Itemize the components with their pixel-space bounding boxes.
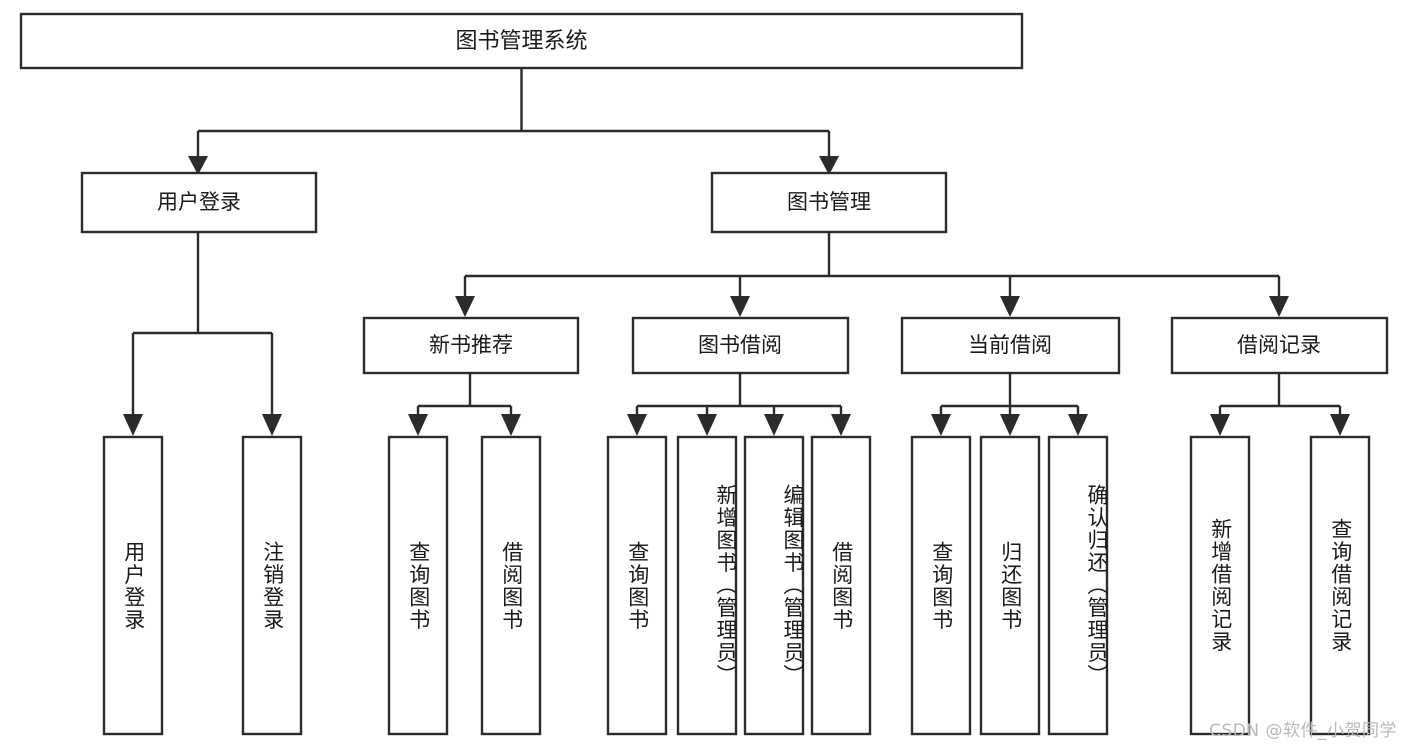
node-borrow-record-box[interactable] <box>1170 316 1389 375</box>
node-book-borrow-box[interactable] <box>631 316 850 375</box>
connector-group-root <box>188 68 839 175</box>
connector-group-current <box>931 373 1088 436</box>
arrow-book-to-record <box>1269 296 1289 317</box>
node-leaf-query-book-3-box[interactable] <box>910 435 972 736</box>
node-book-borrow-label: 图书借阅 <box>698 333 782 357</box>
node-leaf-edit-book-box[interactable] <box>743 435 805 736</box>
arrow-borrow-c4 <box>831 414 851 436</box>
connector-group-newbook <box>408 373 521 436</box>
arrow-borrow-c2 <box>697 414 717 436</box>
csdn-watermark: CSDN @软件_小贺同学 <box>1209 721 1397 741</box>
node-borrow-record[interactable]: 借阅记录 <box>1170 316 1389 375</box>
node-book-management-box[interactable] <box>710 171 948 234</box>
connector-group-borrow <box>627 373 851 436</box>
node-leaf-logout-box[interactable] <box>241 435 303 736</box>
node-system-root[interactable]: 图书管理系统 <box>19 12 1024 70</box>
arrow-newbook-c1 <box>408 414 428 436</box>
node-leaf-query-record-box[interactable] <box>1309 435 1371 736</box>
arrow-book-to-current <box>1000 296 1020 317</box>
node-leaf-confirm-return-box[interactable] <box>1047 435 1109 736</box>
arrow-user-to-login <box>123 414 143 436</box>
arrow-root-to-book <box>819 156 839 175</box>
leaf-boxes <box>102 435 1371 736</box>
arrow-root-to-user <box>188 156 208 175</box>
node-leaf-query-book-2-box[interactable] <box>606 435 668 736</box>
arrow-book-to-newbook <box>455 296 475 317</box>
connector-group-user-login <box>123 232 282 436</box>
arrow-user-to-logout <box>262 414 282 436</box>
connector-group-record <box>1210 373 1350 436</box>
arrow-record-c2 <box>1330 414 1350 436</box>
node-system-root-label: 图书管理系统 <box>455 29 587 54</box>
arrow-current-c2 <box>1000 414 1020 436</box>
node-user-login[interactable]: 用户登录 <box>80 171 318 234</box>
arrow-record-c1 <box>1210 414 1230 436</box>
node-new-book-recommend[interactable]: 新书推荐 <box>362 316 580 375</box>
connector-group-book-mgmt <box>455 232 1289 317</box>
node-system-root-box[interactable] <box>19 12 1024 70</box>
node-leaf-add-record-box[interactable] <box>1189 435 1251 736</box>
node-user-login-box[interactable] <box>80 171 318 234</box>
node-user-login-label: 用户登录 <box>157 190 241 214</box>
arrow-book-to-borrow <box>730 296 750 317</box>
node-leaf-return-book-box[interactable] <box>979 435 1041 736</box>
arrow-current-c1 <box>931 414 951 436</box>
node-borrow-record-label: 借阅记录 <box>1237 333 1321 357</box>
node-current-borrow-label: 当前借阅 <box>968 333 1052 357</box>
node-book-management[interactable]: 图书管理 <box>710 171 948 234</box>
arrow-borrow-c1 <box>627 414 647 436</box>
node-current-borrow[interactable]: 当前借阅 <box>900 316 1121 375</box>
node-leaf-borrow-book-2-box[interactable] <box>810 435 872 736</box>
node-current-borrow-box[interactable] <box>900 316 1121 375</box>
node-book-borrow[interactable]: 图书借阅 <box>631 316 850 375</box>
node-leaf-query-book-1-box[interactable] <box>387 435 449 736</box>
node-new-book-recommend-label: 新书推荐 <box>429 333 513 357</box>
node-new-book-recommend-box[interactable] <box>362 316 580 375</box>
arrow-newbook-c2 <box>501 414 521 436</box>
arrow-current-c3 <box>1068 414 1088 436</box>
node-leaf-user-login-box[interactable] <box>102 435 164 736</box>
node-leaf-borrow-book-1-box[interactable] <box>480 435 542 736</box>
arrow-borrow-c3 <box>764 414 784 436</box>
node-leaf-add-book-box[interactable] <box>676 435 738 736</box>
node-book-management-label: 图书管理 <box>787 190 871 214</box>
